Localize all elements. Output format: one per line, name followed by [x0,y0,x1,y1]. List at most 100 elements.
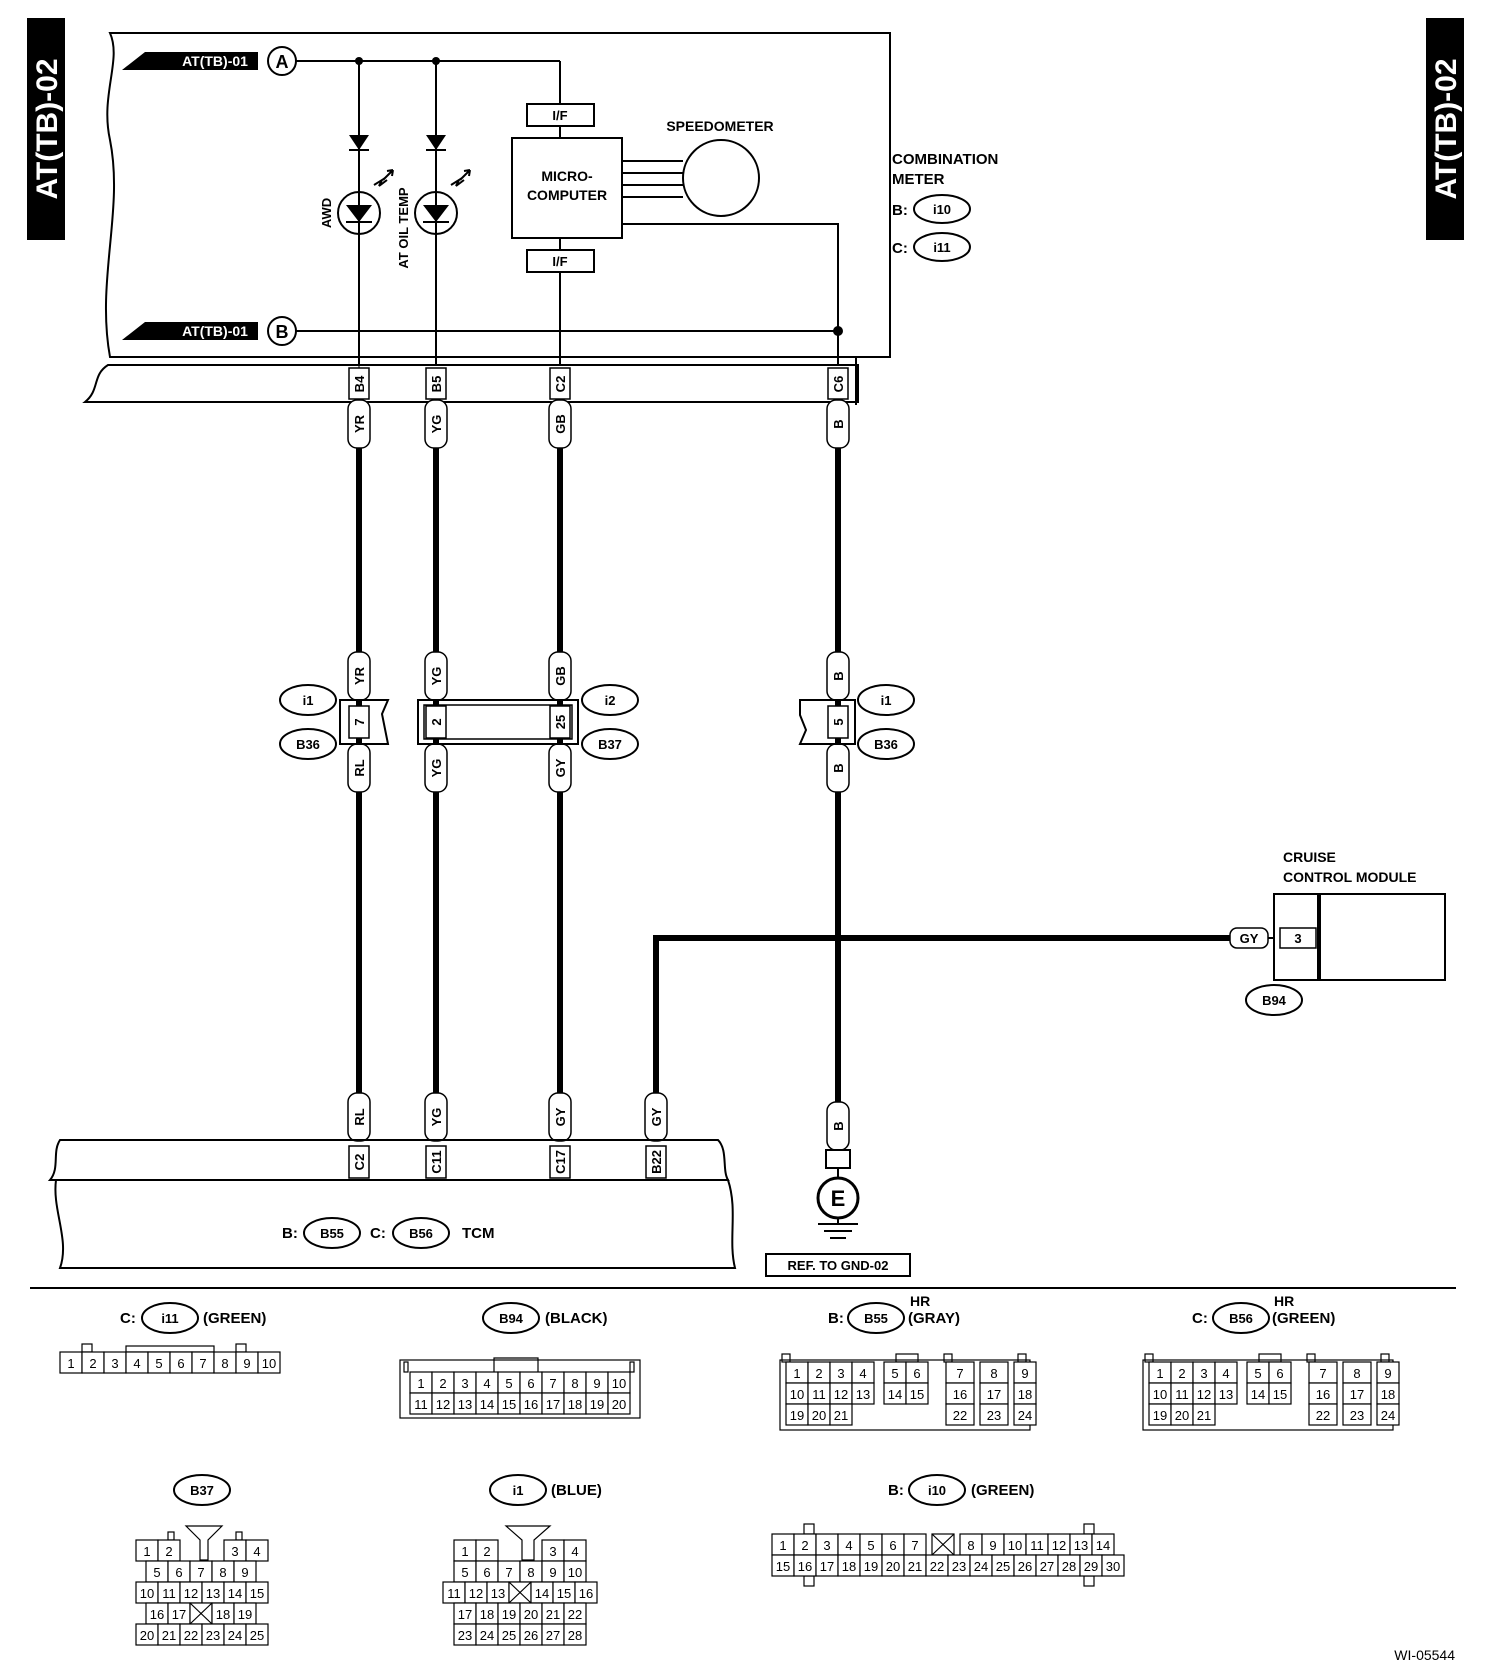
svg-text:6: 6 [889,1538,896,1553]
svg-text:24: 24 [228,1628,242,1643]
svg-text:29: 29 [1084,1559,1098,1574]
svg-text:7: 7 [956,1366,963,1381]
svg-text:12: 12 [834,1387,848,1402]
svg-text:13: 13 [491,1586,505,1601]
svg-text:2: 2 [815,1366,822,1381]
svg-text:10: 10 [790,1387,804,1402]
speedometer: SPEEDOMETER [666,118,774,217]
svg-text:22: 22 [184,1628,198,1643]
svg-text:10: 10 [1153,1387,1167,1402]
svg-text:B: B [831,1121,846,1130]
meter-conn-b: i10 [933,202,951,217]
svg-text:9: 9 [241,1565,248,1580]
svg-text:6: 6 [527,1376,534,1391]
svg-text:10: 10 [612,1376,626,1391]
svg-text:21: 21 [546,1607,560,1622]
svg-text:AT(TB)-02: AT(TB)-02 [31,58,64,199]
cruise-title-line1: CRUISE [1283,849,1336,865]
svg-text:21: 21 [834,1408,848,1423]
svg-text:24: 24 [1381,1408,1395,1423]
svg-text:18: 18 [842,1559,856,1574]
ground-ref: REF. TO GND-02 [788,1258,889,1273]
svg-text:15: 15 [557,1586,571,1601]
svg-text:RL: RL [352,1108,367,1125]
svg-text:B56: B56 [1229,1311,1253,1326]
svg-text:24: 24 [974,1559,988,1574]
svg-text:4: 4 [1222,1366,1229,1381]
tcm-b-conn: B55 [320,1226,344,1241]
svg-text:B: B [831,671,846,680]
svg-text:YR: YR [352,666,367,685]
cruise-wire: GY [1240,931,1259,946]
svg-text:20: 20 [886,1559,900,1574]
svg-text:18: 18 [1381,1387,1395,1402]
svg-text:17: 17 [1350,1387,1364,1402]
svg-text:30: 30 [1106,1559,1120,1574]
svg-text:(BLUE): (BLUE) [551,1482,602,1499]
svg-text:20: 20 [1175,1408,1189,1423]
svg-text:2: 2 [165,1544,172,1559]
svg-text:6: 6 [483,1565,490,1580]
svg-text:14: 14 [1096,1538,1110,1553]
svg-text:3: 3 [823,1538,830,1553]
wire-tag-joint-lower-3: B [826,743,850,793]
svg-text:i1: i1 [513,1483,524,1498]
svg-text:7: 7 [1319,1366,1326,1381]
wire-tag-joint-upper-0: YR [347,651,371,701]
svg-text:7: 7 [549,1376,556,1391]
svg-text:13: 13 [856,1387,870,1402]
svg-text:6: 6 [913,1366,920,1381]
svg-text:A: A [276,52,289,72]
svg-text:23: 23 [987,1408,1001,1423]
svg-text:17: 17 [172,1607,186,1622]
svg-text:23: 23 [458,1628,472,1643]
meter-pin-c6: C6 [827,367,849,400]
svg-text:22: 22 [1316,1408,1330,1423]
svg-text:21: 21 [908,1559,922,1574]
svg-text:(GREEN): (GREEN) [1272,1310,1335,1327]
svg-text:(GRAY): (GRAY) [908,1310,960,1327]
svg-text:11: 11 [162,1586,176,1601]
conn-b55-label: HR B: B55 (GRAY) [828,1293,960,1334]
tcm-c-conn: B56 [409,1226,433,1241]
wire-tag-joint-lower-1: YG [424,743,448,793]
meter-conn-b-badge [913,194,971,224]
svg-text:AT(TB)-01: AT(TB)-01 [182,53,248,69]
svg-text:16: 16 [798,1559,812,1574]
svg-text:(GREEN): (GREEN) [971,1482,1034,1499]
svg-text:7: 7 [505,1565,512,1580]
svg-text:B: B [276,322,289,342]
svg-text:23: 23 [1350,1408,1364,1423]
svg-text:26: 26 [524,1628,538,1643]
tcm-name: TCM [462,1225,495,1242]
svg-text:12: 12 [436,1397,450,1412]
svg-text:15: 15 [250,1586,264,1601]
tcm-pin-c17: C17 [553,1150,568,1174]
svg-text:14: 14 [480,1397,494,1412]
wire-tag-tcm-2: GY [548,1092,572,1142]
svg-text:GY: GY [553,758,568,777]
cruise-control-module: CRUISE CONTROL MODULE 3 GY B94 [1229,849,1446,1016]
svg-text:15: 15 [502,1397,516,1412]
svg-text:12: 12 [1052,1538,1066,1553]
meter-pin-c2: C2 [549,367,571,400]
svg-text:16: 16 [579,1586,593,1601]
conn-i11-label: C: i11 (GREEN) [120,1302,266,1334]
svg-text:5: 5 [1254,1366,1261,1381]
wire-tag-tcm-1: YG [424,1092,448,1142]
tcm-pin-b22: B22 [649,1150,664,1174]
svg-text:11: 11 [1175,1387,1189,1402]
svg-text:5: 5 [153,1565,160,1580]
svg-text:21: 21 [162,1628,176,1643]
svg-text:3: 3 [461,1376,468,1391]
conn-b94-label: B94 (BLACK) [482,1302,607,1334]
at-oil-temp-label: AT OIL TEMP [396,187,411,268]
svg-text:8: 8 [1353,1366,1360,1381]
svg-text:14: 14 [888,1387,902,1402]
figure-id: WI-05544 [1394,1647,1455,1663]
svg-text:1: 1 [417,1376,424,1391]
svg-text:15: 15 [1273,1387,1287,1402]
svg-text:i11: i11 [161,1311,178,1326]
